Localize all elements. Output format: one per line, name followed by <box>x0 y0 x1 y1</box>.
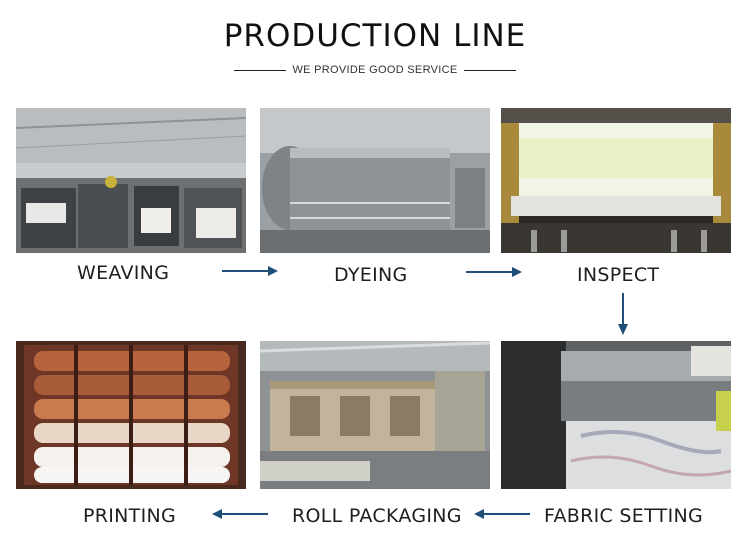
page-title: PRODUCTION LINE <box>223 18 527 54</box>
arrow-right-icon <box>222 265 278 277</box>
arrow-down-icon <box>617 293 629 335</box>
step-label-weaving: WEAVING <box>77 262 170 284</box>
step-label-printing: PRINTING <box>83 505 177 527</box>
step-label-dyeing: DYEING <box>334 264 408 286</box>
fabric-setting-photo <box>501 341 731 489</box>
arrow-left-icon <box>474 508 530 520</box>
roll-packaging-photo <box>260 341 490 489</box>
step-label-fabric-setting: FABRIC SETTING <box>544 505 704 527</box>
page-subtitle: WE PROVIDE GOOD SERVICE <box>292 64 458 76</box>
subtitle-row: WE PROVIDE GOOD SERVICE <box>0 62 750 78</box>
subtitle-left-rule <box>234 69 287 71</box>
printing-photo <box>16 341 246 489</box>
arrow-left-icon <box>212 508 268 520</box>
weaving-photo <box>16 108 246 253</box>
inspect-photo <box>501 108 731 253</box>
dyeing-photo <box>260 108 490 253</box>
step-label-inspect: INSPECT <box>577 264 660 286</box>
step-label-roll-packaging: ROLL PACKAGING <box>292 505 462 527</box>
subtitle-right-rule <box>463 69 516 71</box>
arrow-right-icon <box>466 266 522 278</box>
